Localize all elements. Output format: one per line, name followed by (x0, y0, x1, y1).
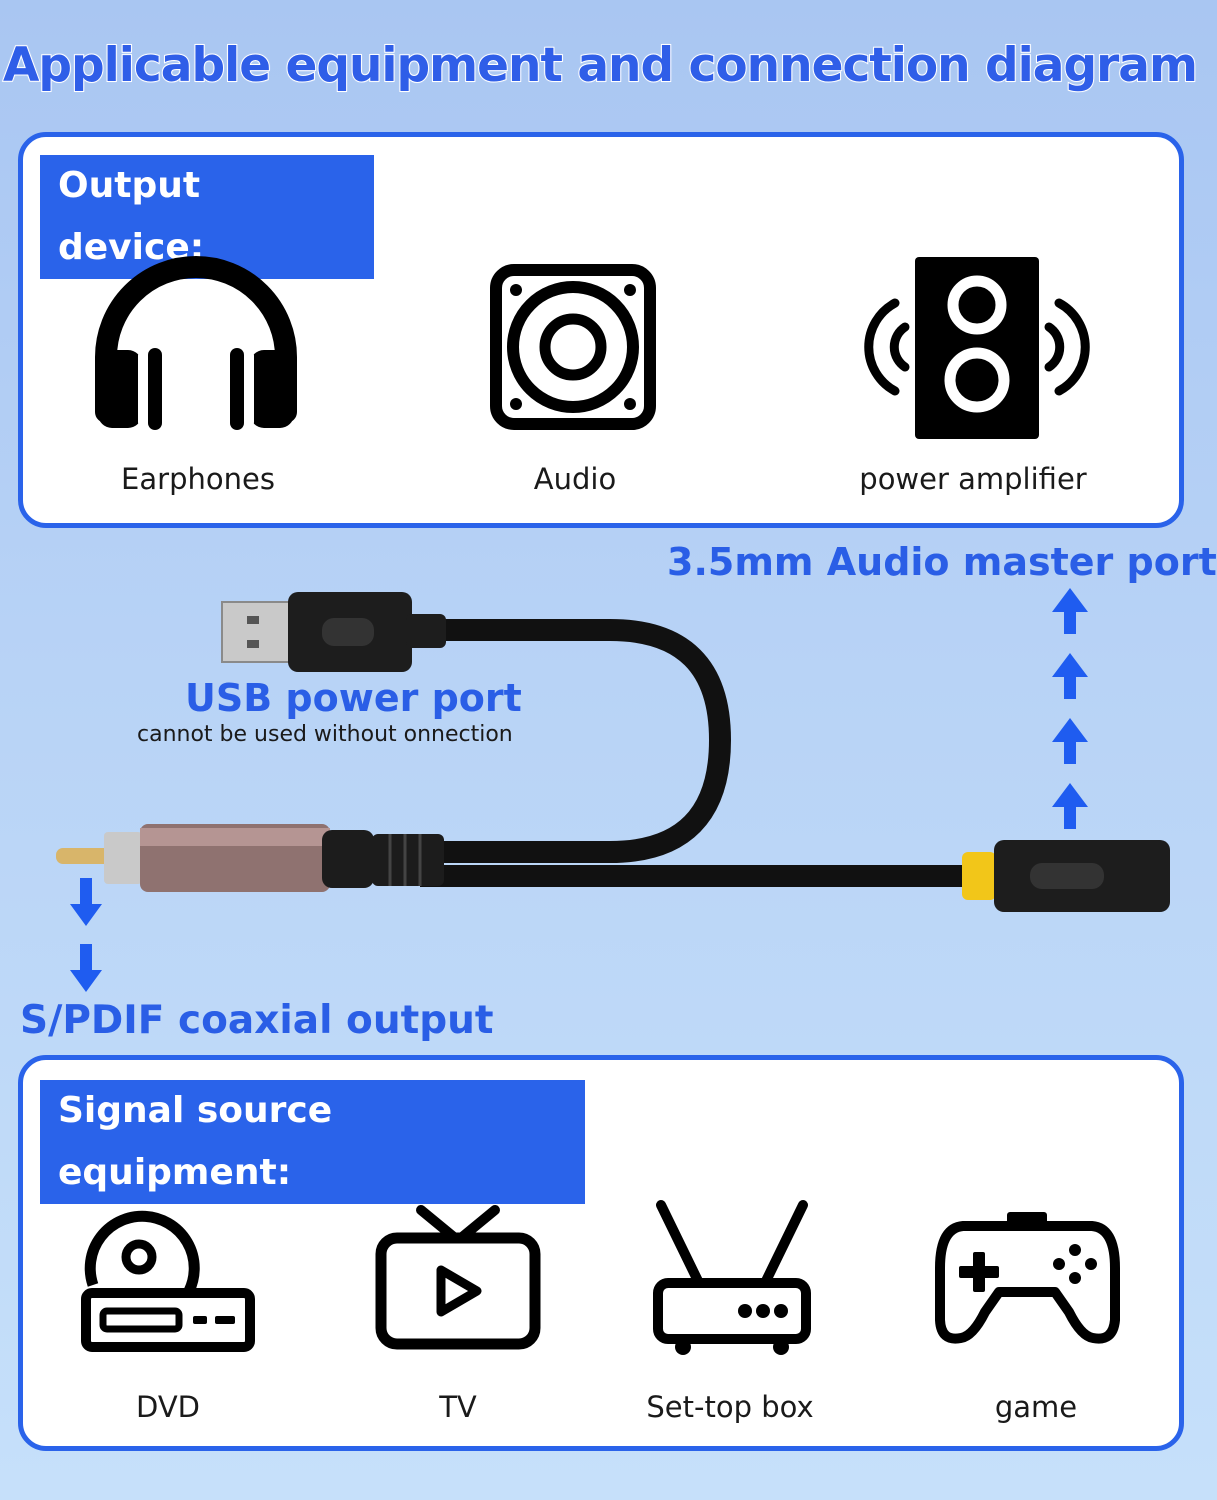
up-arrows-icon (1052, 588, 1088, 829)
amplifier-speaker-icon (864, 257, 1090, 439)
device-label-dvd: DVD (136, 1390, 200, 1424)
dvd-player-icon (81, 1210, 255, 1352)
usb-port-label: USB power port (185, 676, 522, 720)
spdif-output-label: S/PDIF coaxial output (20, 998, 494, 1043)
cable-illustration (56, 592, 1170, 912)
master-port-label: 3.5mm Audio master port (667, 540, 1217, 584)
audio-jack (962, 840, 1170, 912)
output-device-panel: Output device: Earphones Audio power amp… (18, 132, 1184, 528)
usb-plug (221, 592, 446, 672)
device-label-game: game (994, 1390, 1078, 1424)
set-top-box-icon (653, 1200, 811, 1355)
usb-port-note: cannot be used without onnection (137, 722, 513, 747)
down-arrows-icon (70, 878, 102, 992)
gamepad-icon (935, 1212, 1120, 1344)
headphones-icon (95, 256, 297, 430)
device-label-power-amplifier: power amplifier (859, 462, 1087, 496)
device-label-audio: Audio (533, 462, 617, 496)
rca-plug (56, 824, 444, 892)
tv-icon (375, 1205, 541, 1350)
device-label-set-top-box: Set-top box (646, 1390, 814, 1424)
signal-source-panel: Signal source equipment: DVD TV Set-top … (18, 1055, 1184, 1451)
signal-source-heading: Signal source equipment: (40, 1080, 585, 1204)
speaker-box-icon (490, 264, 656, 430)
device-label-tv: TV (439, 1390, 477, 1424)
device-label-earphones: Earphones (121, 462, 275, 496)
page-title: Applicable equipment and connection diag… (2, 37, 1199, 94)
